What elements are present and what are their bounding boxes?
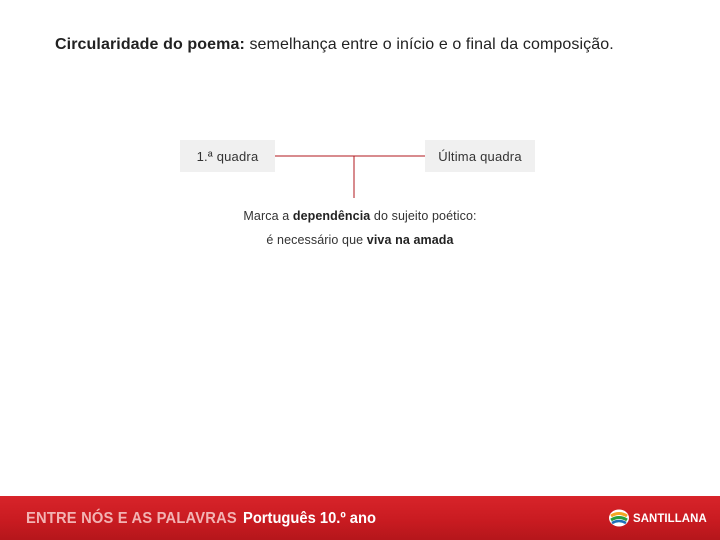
description-line-2: é necessário que viva na amada bbox=[200, 233, 520, 247]
desc1-after: do sujeito poético: bbox=[370, 209, 477, 223]
slide-title: Circularidade do poema: semelhança entre… bbox=[55, 36, 614, 54]
desc1-before: Marca a bbox=[243, 209, 293, 223]
title-rest: semelhança entre o início e o final da c… bbox=[244, 36, 614, 53]
first-stanza-label: 1.ª quadra bbox=[196, 148, 259, 164]
santillana-logo-icon bbox=[609, 509, 629, 527]
brand-logo: SANTILLANA bbox=[608, 508, 711, 528]
last-stanza-box: Última quadra bbox=[425, 140, 535, 172]
footer-series-title: ENTRE NÓS E AS PALAVRAS bbox=[26, 510, 237, 527]
desc1-bold: dependência bbox=[292, 209, 371, 223]
desc2-bold: viva na amada bbox=[366, 233, 454, 247]
description-line-1: Marca a dependência do sujeito poético: bbox=[200, 209, 520, 223]
title-bold-part: Circularidade do poema: bbox=[55, 36, 245, 53]
last-stanza-label: Última quadra bbox=[438, 148, 522, 164]
footer-subject: Português 10.º ano bbox=[243, 510, 376, 527]
first-stanza-box: 1.ª quadra bbox=[180, 140, 275, 172]
brand-name: SANTILLANA bbox=[633, 511, 707, 525]
footer-bar: ENTRE NÓS E AS PALAVRAS Português 10.º a… bbox=[0, 496, 720, 540]
desc2-before: é necessário que bbox=[266, 233, 367, 247]
